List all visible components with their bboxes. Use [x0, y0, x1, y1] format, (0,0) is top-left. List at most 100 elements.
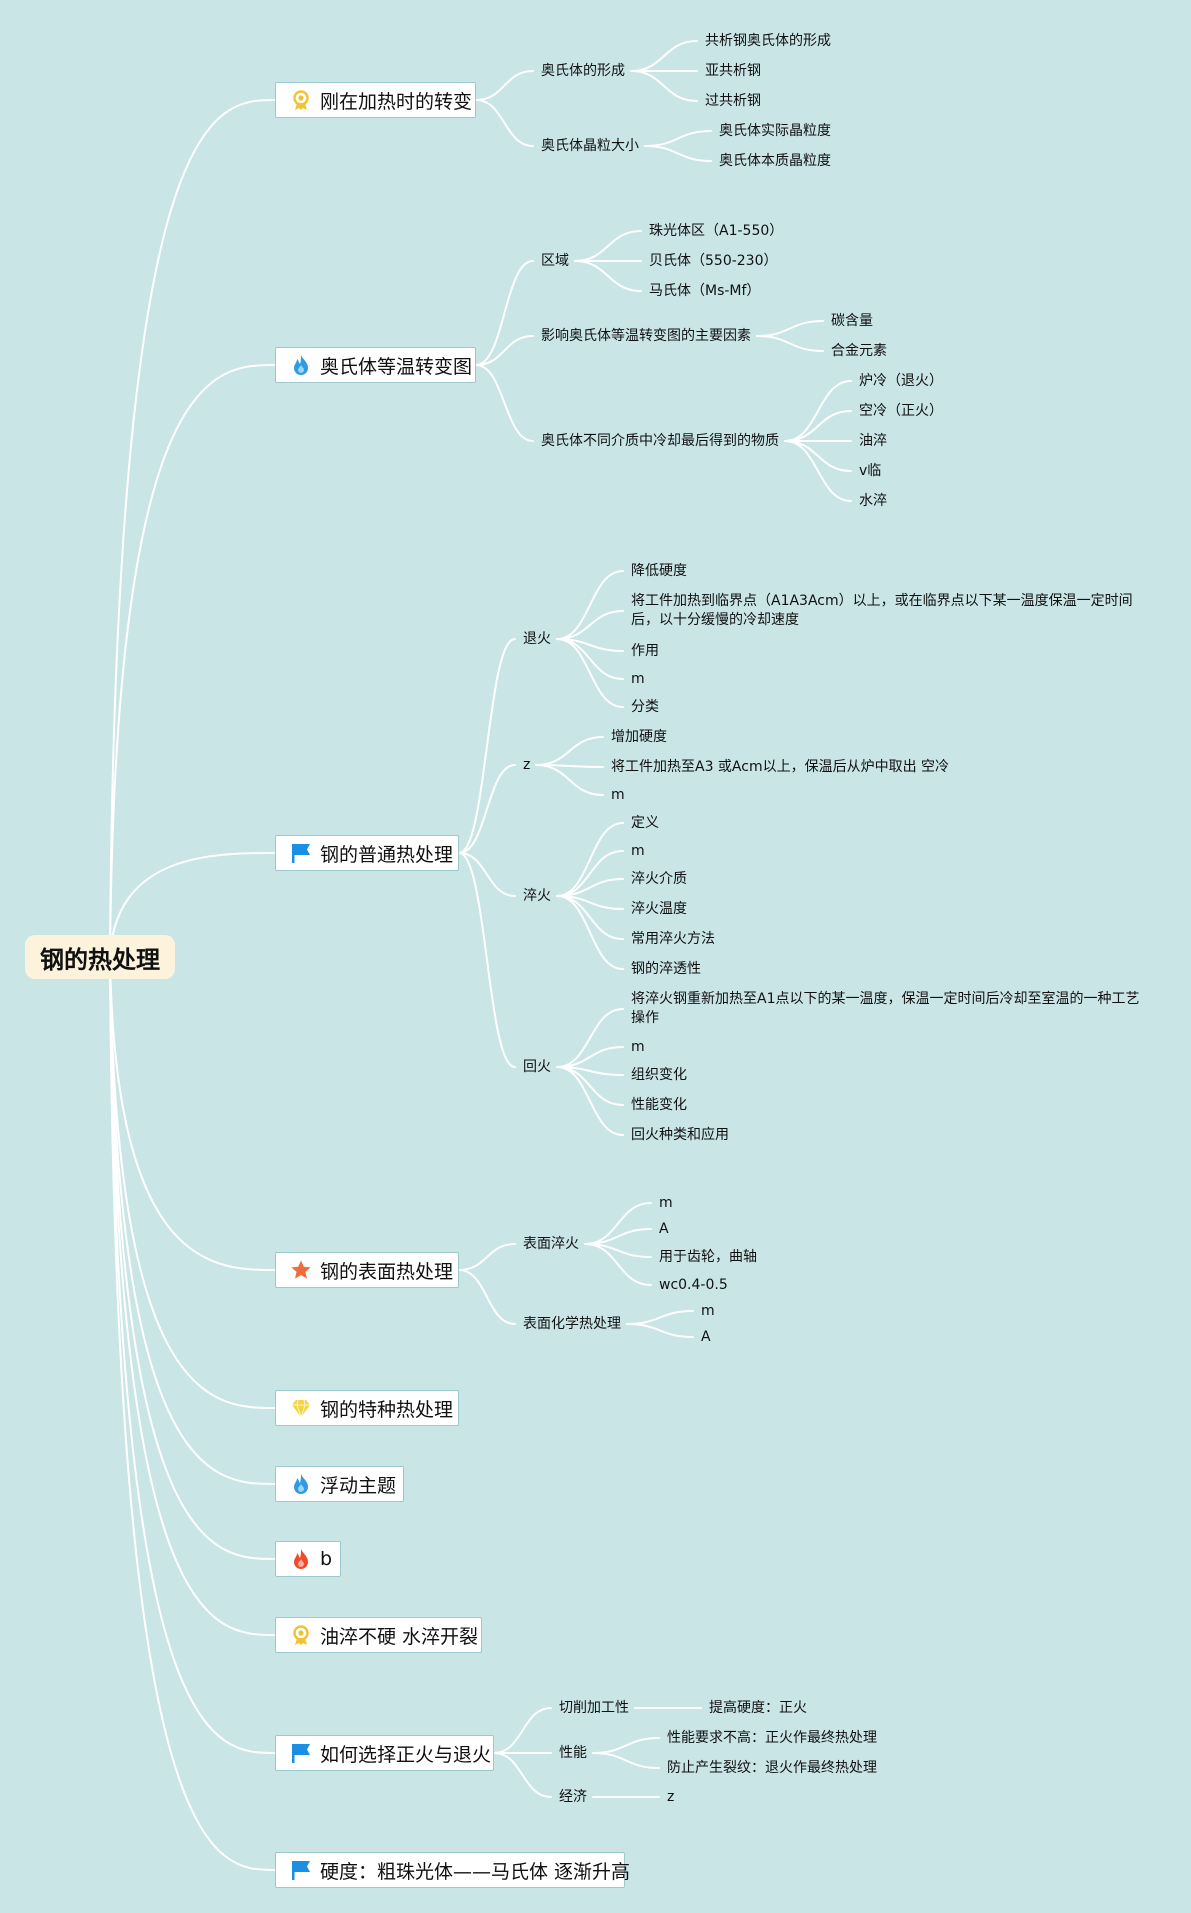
leaf-l30[interactable]: 将淬火钢重新加热至A1点以下的某一温度，保温一定时间后冷却至室温的一种工艺操作	[631, 991, 1140, 1026]
leaf-l41[interactable]: 提高硬度：正火	[709, 1700, 807, 1716]
leaf-l43[interactable]: 防止产生裂纹：退火作最终热处理	[667, 1760, 877, 1776]
leaf-l12[interactable]: 空冷（正火）	[859, 403, 943, 419]
leaf-line	[784, 380, 852, 442]
leaf-l29[interactable]: 钢的淬透性	[631, 961, 701, 977]
leaf-line	[556, 570, 624, 640]
branch-line	[475, 260, 534, 366]
leaf-l13[interactable]: 油淬	[859, 433, 887, 449]
leaf-l34[interactable]: 回火种类和应用	[631, 1127, 729, 1143]
main-topic-7[interactable]: b	[275, 1541, 341, 1577]
subtopic-s1[interactable]: 奥氏体的形成	[541, 63, 625, 79]
main-topic-label: 刚在加热时的转变	[320, 90, 473, 113]
leaf-l7[interactable]: 贝氏体（550-230）	[649, 253, 778, 269]
leaf-l24[interactable]: 定义	[631, 815, 659, 831]
branch-line	[109, 852, 276, 958]
leaf-l21[interactable]: 增加硬度	[611, 729, 667, 745]
subtopic-s13[interactable]: 性能	[559, 1745, 587, 1761]
leaf-l14[interactable]: v临	[859, 463, 882, 479]
leaf-line	[644, 130, 712, 147]
branch-line	[493, 1752, 552, 1798]
subtopic-s11[interactable]: 表面化学热处理	[523, 1316, 621, 1332]
flame-blue-icon	[290, 1473, 312, 1495]
subtopic-s14[interactable]: 经济	[559, 1789, 587, 1805]
leaf-l9[interactable]: 碳含量	[831, 313, 873, 329]
leaf-l32[interactable]: 组织变化	[631, 1067, 687, 1083]
branch-line	[458, 638, 516, 854]
leaf-l27[interactable]: 淬火温度	[631, 901, 687, 917]
leaf-l16[interactable]: 降低硬度	[631, 563, 687, 579]
leaf-l20[interactable]: 分类	[631, 699, 659, 715]
main-topic-9[interactable]: 如何选择正火与退火	[275, 1735, 494, 1771]
diamond-icon	[290, 1397, 312, 1419]
branch-line	[109, 956, 276, 1754]
leaf-l25[interactable]: m	[631, 843, 645, 859]
leaf-l26[interactable]: 淬火介质	[631, 871, 687, 887]
main-topic-10[interactable]: 硬度：粗珠光体——马氏体 逐渐升高	[275, 1852, 630, 1888]
subtopic-s5[interactable]: 奥氏体不同介质中冷却最后得到的物质	[541, 433, 779, 449]
leaf-l37[interactable]: 用于齿轮，曲轴	[659, 1249, 757, 1265]
subtopic-s12[interactable]: 切削加工性	[559, 1700, 629, 1716]
leaf-line	[556, 610, 624, 640]
leaf-l5[interactable]: 奥氏体本质晶粒度	[719, 153, 831, 169]
leaf-l17[interactable]: 将工件加热到临界点（A1A3Acm）以上，或在临界点以下某一温度保温一定时间后，…	[631, 593, 1133, 628]
main-topic-label: 如何选择正火与退火	[320, 1743, 492, 1766]
leaf-l18[interactable]: 作用	[631, 643, 659, 659]
branch-line	[475, 99, 534, 147]
main-topic-8[interactable]: 油淬不硬 水淬开裂	[275, 1617, 482, 1653]
main-topic-5[interactable]: 钢的特种热处理	[275, 1390, 459, 1426]
leaf-l15[interactable]: 水淬	[859, 493, 887, 509]
leaf-line	[784, 440, 852, 472]
leaf-l35[interactable]: m	[659, 1195, 673, 1211]
main-topic-label: 钢的表面热处理	[320, 1260, 454, 1283]
leaf-l22[interactable]: 将工件加热至A3 或Acm以上，保温后从炉中取出 空冷	[611, 759, 950, 775]
leaf-line	[556, 822, 624, 897]
leaf-l28[interactable]: 常用淬火方法	[631, 931, 715, 947]
subtopic-s8[interactable]: 淬火	[523, 888, 551, 904]
subtopic-s2[interactable]: 奥氏体晶粒大小	[541, 138, 639, 154]
leaf-l44[interactable]: z	[667, 1789, 675, 1805]
leaf-l36[interactable]: A	[659, 1221, 669, 1237]
subtopic-s6[interactable]: 退火	[523, 631, 551, 647]
leaf-l6[interactable]: 珠光体区（A1-550）	[649, 223, 784, 239]
leaf-l39[interactable]: m	[701, 1303, 715, 1319]
subtopic-s10[interactable]: 表面淬火	[523, 1236, 579, 1252]
leaf-l23[interactable]: m	[611, 787, 625, 803]
subtopic-s3[interactable]: 区域	[541, 253, 569, 269]
leaf-line	[644, 145, 712, 162]
main-topic-6[interactable]: 浮动主题	[275, 1466, 404, 1502]
leaf-l40[interactable]: A	[701, 1329, 711, 1345]
main-topic-2[interactable]: 奥氏体等温转变图	[275, 347, 476, 383]
branch-line	[109, 956, 276, 1871]
leaf-l2[interactable]: 亚共析钢	[705, 63, 761, 79]
flame-red-icon	[290, 1548, 312, 1570]
leaf-line	[574, 230, 642, 262]
leaf-l3[interactable]: 过共析钢	[705, 93, 761, 109]
subtopic-s9[interactable]: 回火	[523, 1059, 551, 1075]
root-topic[interactable]: 钢的热处理	[25, 935, 175, 979]
main-topic-label: b	[320, 1548, 333, 1570]
star-icon	[290, 1259, 312, 1281]
main-topic-4[interactable]: 钢的表面热处理	[275, 1252, 459, 1288]
leaf-l31[interactable]: m	[631, 1039, 645, 1055]
leaf-line	[626, 1310, 694, 1325]
subtopic-s4[interactable]: 影响奥氏体等温转变图的主要因素	[541, 328, 751, 344]
leaf-l8[interactable]: 马氏体（Ms-Mf）	[649, 283, 761, 299]
branch-line	[109, 956, 276, 1560]
leaf-line	[584, 1243, 652, 1286]
branch-line	[458, 852, 516, 1068]
subtopic-s7[interactable]: z	[523, 757, 531, 773]
leaf-l33[interactable]: 性能变化	[631, 1097, 687, 1113]
leaf-l4[interactable]: 奥氏体实际晶粒度	[719, 123, 831, 139]
leaf-l19[interactable]: m	[631, 671, 645, 687]
leaf-l1[interactable]: 共析钢奥氏体的形成	[705, 33, 831, 49]
main-topic-1[interactable]: 刚在加热时的转变	[275, 82, 476, 118]
branch-line	[458, 764, 516, 854]
branch-line	[109, 364, 276, 958]
leaf-l11[interactable]: 炉冷（退火）	[859, 373, 943, 389]
leaf-l42[interactable]: 性能要求不高：正火作最终热处理	[667, 1730, 877, 1746]
main-topic-3[interactable]: 钢的普通热处理	[275, 835, 459, 871]
award-ribbon-icon	[290, 1624, 312, 1646]
leaf-l38[interactable]: wc0.4-0.5	[659, 1277, 728, 1293]
branch-line	[109, 99, 276, 958]
leaf-l10[interactable]: 合金元素	[831, 343, 887, 359]
